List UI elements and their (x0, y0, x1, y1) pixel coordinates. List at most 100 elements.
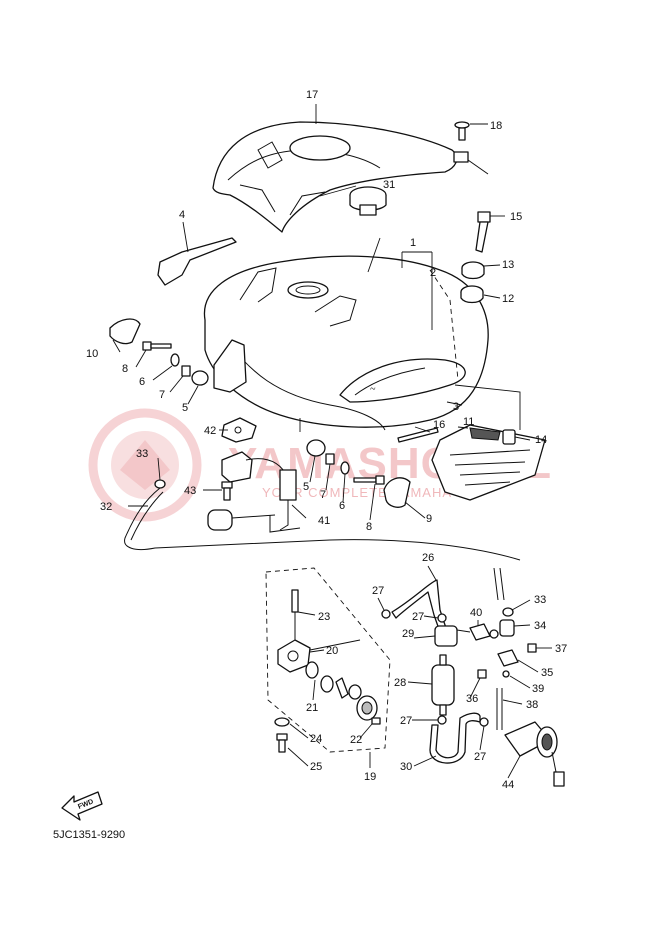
callout-27-1: 27 (372, 585, 384, 597)
part-19-fuel-cock-assembly (265, 567, 391, 768)
part-7-collar-right (325, 453, 335, 465)
part-1-fuel-tank: ~ (203, 255, 489, 431)
part-5-grommet-left (191, 370, 209, 386)
callout-39: 39 (532, 683, 544, 695)
part-cock-lever (335, 677, 362, 700)
part-6-washer-left (170, 353, 180, 367)
document-code: 5JC1351-9290 (53, 829, 125, 841)
callout-12: 12 (502, 293, 514, 305)
callout-27-2: 27 (412, 611, 424, 623)
part-31-filler-cap (349, 186, 387, 216)
callout-8-left: 8 (122, 363, 128, 375)
part-37-screw (527, 643, 537, 653)
callout-9: 9 (426, 513, 432, 525)
part-8-bolt-left (142, 341, 172, 351)
part-17-tank-cover (212, 121, 458, 233)
callout-43: 43 (184, 485, 196, 497)
callout-18: 18 (490, 120, 502, 132)
part-6-washer-right (340, 461, 350, 475)
callout-21: 21 (306, 702, 318, 714)
part-13-damper (461, 261, 485, 280)
part-11-heat-shield (431, 424, 546, 501)
callout-26: 26 (422, 552, 434, 564)
part-cock-knob (356, 695, 378, 721)
callout-3: 3 (453, 401, 459, 413)
part-40-clip (469, 623, 499, 641)
callout-17: 17 (306, 89, 318, 101)
callout-22: 22 (350, 734, 362, 746)
callout-30: 30 (400, 761, 412, 773)
callout-4: 4 (179, 209, 185, 221)
part-26-hose (391, 579, 447, 633)
callout-5-right: 5 (303, 481, 309, 493)
callout-19: 19 (364, 771, 376, 783)
part-28-fuel-filter (431, 654, 455, 716)
part-20-fuel-cock (277, 639, 361, 673)
callout-31: 31 (383, 179, 395, 191)
part-14-collar (502, 429, 516, 445)
part-42-bracket (213, 339, 257, 443)
fwd-arrow-icon: FWD (61, 791, 103, 821)
part-10-cushion (109, 318, 141, 345)
callout-38: 38 (526, 699, 538, 711)
callout-27-4: 27 (474, 751, 486, 763)
callout-10: 10 (86, 348, 98, 360)
callout-labels: 1 2 3 4 5 5 6 6 7 7 8 8 9 10 11 12 13 14… (86, 89, 567, 791)
part-33-clip-left (154, 479, 166, 489)
callout-14: 14 (535, 434, 547, 446)
part-38-hose (496, 688, 503, 730)
callout-8-right: 8 (366, 521, 372, 533)
callout-2: 2 (430, 267, 436, 279)
callout-36: 36 (466, 693, 478, 705)
callout-34: 34 (534, 620, 546, 632)
callout-1: 1 (410, 237, 416, 249)
callout-24: 24 (310, 733, 322, 745)
callout-15: 15 (510, 211, 522, 223)
callout-23: 23 (318, 611, 330, 623)
callout-25: 25 (310, 761, 322, 773)
svg-text:~: ~ (370, 384, 376, 395)
callout-7-left: 7 (159, 389, 165, 401)
callout-37: 37 (555, 643, 567, 655)
part-hose-right (493, 567, 505, 601)
part-22-screw (371, 717, 381, 725)
callout-27-3: 27 (400, 715, 412, 727)
callout-33-left: 33 (136, 448, 148, 460)
callout-6-right: 6 (339, 500, 345, 512)
part-5-grommet-right (306, 439, 326, 457)
callout-11: 11 (463, 416, 474, 428)
part-41-fuel-sender (207, 451, 301, 533)
part-35-bracket (497, 649, 519, 667)
part-39-clip (502, 670, 510, 678)
callout-33-right: 33 (534, 594, 546, 606)
callout-44: 44 (502, 779, 514, 791)
part-23-pipe (291, 589, 299, 640)
callout-28: 28 (394, 677, 406, 689)
callout-32: 32 (100, 501, 112, 513)
callout-35: 35 (541, 667, 553, 679)
part-24-washer (274, 717, 290, 727)
part-27-clip-1 (381, 609, 391, 619)
part-9-cushion (383, 477, 411, 508)
part-29-filter-bracket (434, 625, 471, 647)
part-44-fuel-pump (504, 721, 565, 787)
callout-7-right: 7 (320, 489, 326, 501)
callout-16: 16 (433, 419, 445, 431)
part-18-clip (453, 121, 489, 175)
part-43-bolt (221, 481, 233, 501)
part-36-screw (477, 669, 487, 679)
part-27-clip-2 (437, 613, 447, 623)
part-27-clip-3 (437, 715, 447, 725)
callout-20: 20 (326, 645, 338, 657)
part-4-emblem (157, 237, 237, 286)
callout-40: 40 (470, 607, 482, 619)
part-27-clip-4 (479, 717, 489, 727)
part-21-o-ring (305, 661, 334, 693)
part-15-bolt (475, 211, 491, 253)
callout-13: 13 (502, 259, 514, 271)
callout-6-left: 6 (139, 376, 145, 388)
callout-29: 29 (402, 628, 414, 640)
part-32-hose (124, 487, 521, 561)
